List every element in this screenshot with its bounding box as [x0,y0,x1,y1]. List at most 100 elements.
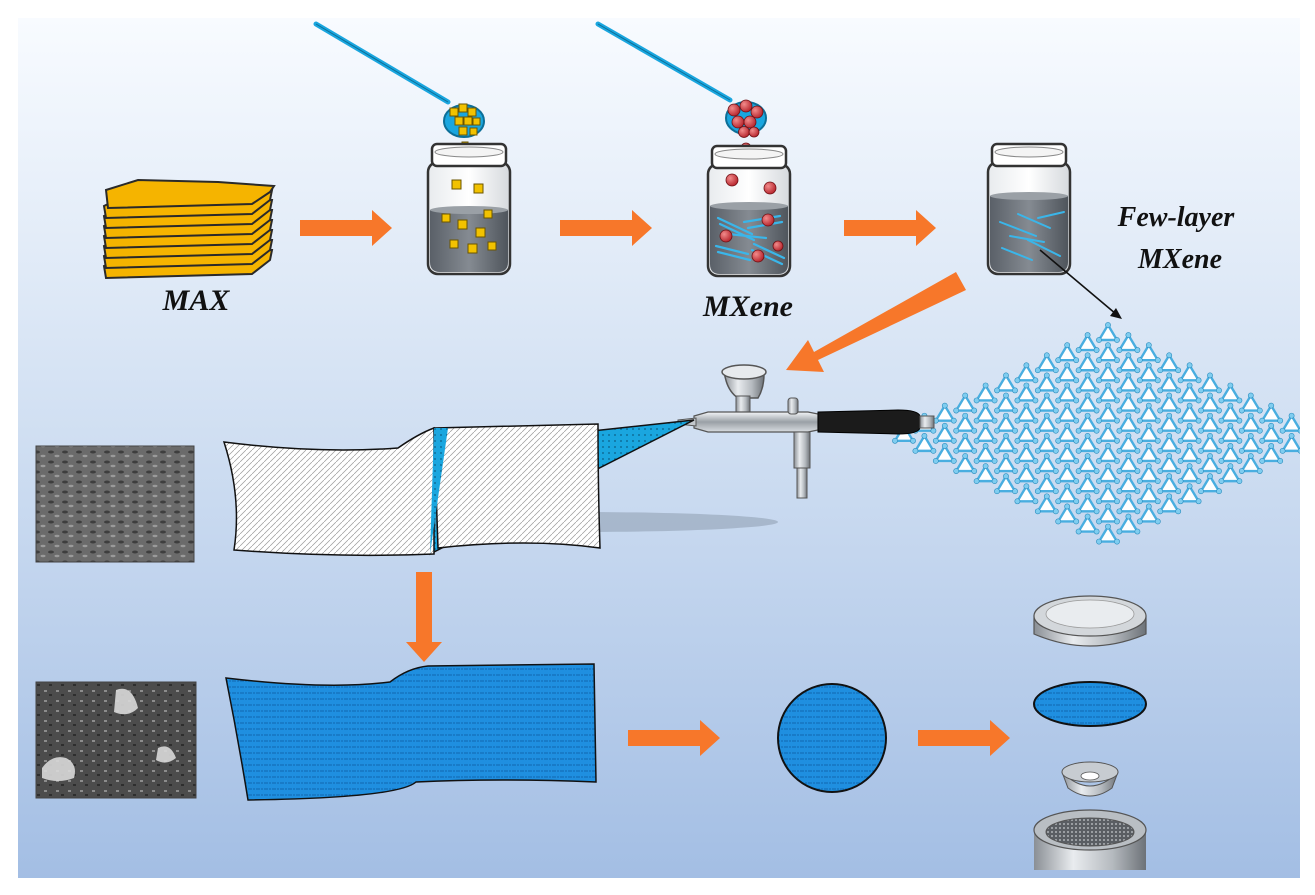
lattice-atom [1195,458,1202,464]
lattice-atom [1116,468,1123,474]
lattice-atom [1177,478,1184,485]
lattice-cell [1239,433,1262,453]
lattice-atom [1186,382,1193,389]
lattice-atom [1125,372,1132,379]
arrow-to-airbrush [786,272,966,372]
lattice-cell [1076,473,1099,493]
lattice-atom [1073,437,1080,444]
lattice-atom [982,443,989,449]
lattice-atom [1175,387,1182,394]
lattice-atom [1096,397,1102,404]
lattice-atom [1114,478,1120,485]
lattice-atom [1216,447,1222,454]
lattice-atom [1198,387,1204,394]
lattice-atom [1186,443,1193,449]
lattice-atom [1055,498,1062,505]
lattice-atom [1093,427,1100,434]
lattice-atom [1145,503,1152,510]
lattice-atom [994,427,1000,434]
lattice-cell [1117,373,1140,392]
lattice-atom [1157,508,1164,515]
lattice-atom [1073,357,1080,364]
lattice-cell [1015,362,1038,382]
lattice-atom [1012,427,1018,434]
lattice-atom [1096,337,1102,343]
lattice-atom [1032,417,1039,424]
lattice-cell [1056,463,1079,483]
lattice-cell [954,453,977,473]
lattice-cell [1198,393,1222,412]
lattice-cell [1137,423,1160,442]
lattice-atom [1023,402,1030,409]
lattice-atom [1134,387,1141,394]
lattice-atom [1116,447,1123,454]
lattice-atom [1134,468,1141,474]
lattice-atom [912,447,919,454]
lattice-atom [1134,407,1141,414]
lattice-atom [1055,377,1062,384]
lattice-atom [1052,488,1059,495]
lattice-atom [1247,392,1254,399]
lattice-atom [994,488,1000,495]
lattice-cell [1280,413,1300,432]
lattice-cell [1096,483,1120,503]
lattice-atom [973,458,980,464]
lattice-atom [1023,443,1030,449]
lattice-atom [1096,478,1102,485]
lattice-atom [1227,382,1234,389]
lattice-atom [932,437,939,444]
lattice-atom [1297,427,1300,434]
arrow-max-to-etching [300,210,392,246]
lattice-cell [1015,443,1038,463]
lattice-atom [1105,382,1111,389]
lattice-atom [941,422,948,429]
lattice-atom [1227,443,1234,449]
lattice-atom [1055,357,1062,364]
lattice-atom [1105,322,1111,328]
lattice-atom [1034,407,1041,414]
lattice-cell [933,423,956,442]
lattice-atom [1116,387,1123,394]
lattice-atom [1034,387,1041,394]
lattice-atom [1114,337,1120,343]
lattice-cell [1158,373,1181,392]
lattice-atom [941,443,948,449]
lattice-atom [994,468,1000,474]
lattice-atom [1207,392,1213,399]
lattice-atom [1136,498,1143,505]
lattice-atom [1154,357,1161,364]
lattice-atom [1238,407,1245,414]
lattice-cell [1219,463,1242,483]
lattice-cell [1158,494,1181,513]
max-phase-stack [102,178,276,280]
lattice-atom [1055,458,1062,464]
lattice-atom [1198,447,1204,454]
lattice-atom [1093,488,1100,495]
lattice-atom [1055,518,1062,525]
lattice-atom [1096,518,1102,525]
lattice-cell [1096,342,1120,362]
max-label: MAX [162,284,231,317]
lattice-atom [1116,347,1123,353]
lattice-atom [1154,498,1161,505]
lattice-atom [1075,447,1082,454]
lattice-atom [1012,488,1018,495]
lattice-cell [1198,433,1222,453]
lattice-cell [1158,393,1181,412]
lattice-atom [1218,478,1225,485]
lattice-cell [1117,473,1140,493]
lattice-atom [991,397,998,404]
lattice-atom [1198,427,1204,434]
lattice-atom [1105,362,1111,369]
lattice-atom [1227,463,1234,470]
uncoated-fabric-strip [222,423,601,557]
lattice-atom [1236,478,1243,485]
lattice-atom [1064,362,1071,369]
lattice-atom [1084,332,1091,338]
lattice-atom [1093,387,1100,394]
lattice-atom [1012,387,1018,394]
lattice-atom [1177,417,1184,424]
lattice-atom [1003,372,1009,379]
lattice-atom [1043,493,1050,500]
lattice-atom [1032,377,1039,384]
